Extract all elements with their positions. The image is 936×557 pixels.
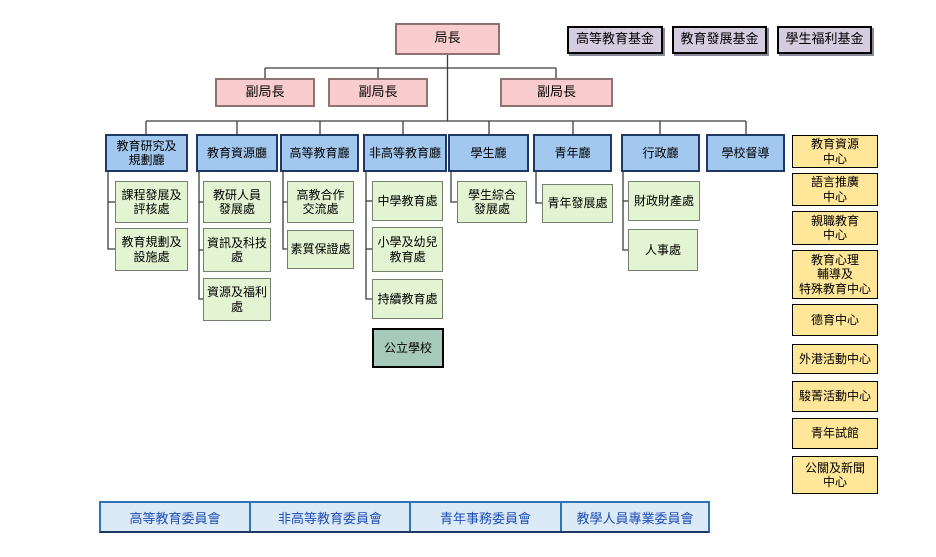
dept-student-affairs-box: 學生廳 [448,134,529,172]
center-language-promotion-box: 語言推廣 中心 [792,173,878,206]
dept-non-higher-education-box: 非高等教育廳 [363,134,447,172]
deputy-director-box-1: 副局長 [215,78,315,107]
youth-hostel-box: 青年試館 [792,418,878,449]
unit-continuing-education-box: 持續教育處 [372,279,443,319]
dept-youth-affairs-box: 青年廳 [533,134,612,172]
unit-primary-infant-education-box: 小學及幼兒 教育處 [372,227,443,272]
unit-teaching-staff-development-box: 教研人員 發展處 [203,181,271,223]
unit-student-comprehensive-development-box: 學生綜合 發展處 [457,181,527,223]
center-parent-education-box: 親職教育 中心 [792,211,878,245]
dept-education-research-planning-box: 教育研究及 規劃廳 [105,134,188,172]
committee-youth-affairs-cell: 青年事務委員會 [409,503,560,531]
unit-higher-education-cooperation-exchange-box: 高教合作 交流處 [287,181,354,223]
committee-higher-education-cell: 高等教育委員會 [101,503,249,531]
unit-curriculum-development-assessment-box: 課程發展及 評核處 [115,181,188,223]
unit-secondary-education-box: 中學教育處 [372,181,443,221]
center-outer-harbour-activities-box: 外港活動中心 [792,344,878,374]
deputy-director-box-3: 副局長 [500,78,613,107]
dept-higher-education-box: 高等教育廳 [280,134,359,172]
fund-student-welfare-box: 學生福利基金 [777,26,872,54]
unit-personnel-box: 人事處 [628,229,698,271]
committee-teaching-professionals-cell: 教學人員專業委員會 [560,503,708,531]
committee-non-higher-education-cell: 非高等教育委員會 [249,503,409,531]
unit-quality-assurance-box: 素質保證處 [287,230,354,269]
center-moral-education-box: 德育中心 [792,304,878,336]
dept-administration-box: 行政廳 [621,134,700,172]
dept-school-inspection-box: 學校督導 [706,134,785,172]
dept-education-resources-box: 教育資源廳 [196,134,278,172]
center-chon-cheng-activities-box: 駿菁活動中心 [792,381,878,412]
unit-youth-development-box: 青年發展處 [542,184,613,223]
unit-education-planning-facilities-box: 教育規劃及 設施處 [115,228,188,271]
unit-resources-welfare-box: 資源及福利 處 [203,278,271,321]
director-box: 局長 [395,23,500,55]
fund-higher-education-box: 高等教育基金 [567,26,663,54]
deputy-director-box-2: 副局長 [328,78,428,107]
center-public-relations-press-box: 公關及新聞 中心 [792,456,878,494]
fund-education-development-box: 教育發展基金 [672,26,767,54]
committees-table: 高等教育委員會 非高等教育委員會 青年事務委員會 教學人員專業委員會 [99,501,710,533]
unit-finance-property-box: 財政財產處 [628,181,700,221]
center-education-resources-box: 教育資源 中心 [792,135,878,168]
center-educational-psychology-special-education-box: 教育心理 輔導及 特殊教育中心 [792,250,878,299]
unit-information-technology-box: 資訊及科技 處 [203,228,271,272]
public-schools-box: 公立學校 [372,328,444,368]
